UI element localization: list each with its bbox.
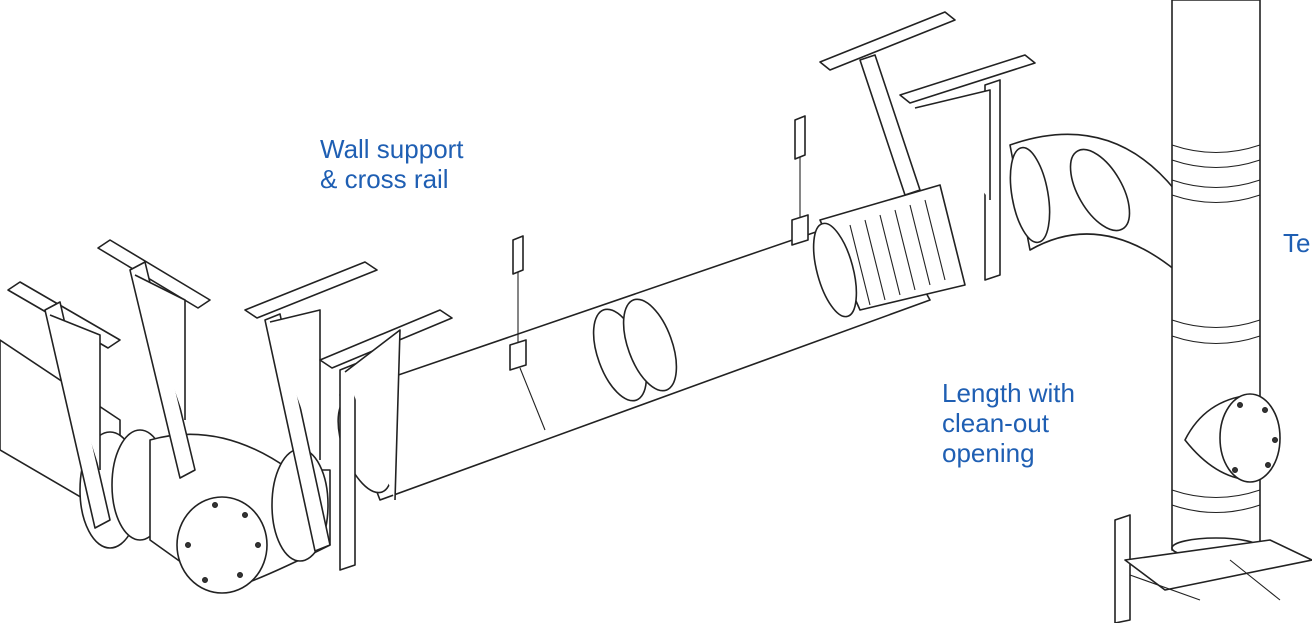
lower-elbow — [79, 429, 331, 594]
bellows-connector — [812, 184, 966, 318]
upper-elbow — [1009, 133, 1176, 271]
label-wall-support: Wall support & cross rail — [320, 134, 464, 194]
label-tee: Te — [1283, 228, 1311, 258]
rod-hanger-left — [509, 235, 527, 371]
rod-hanger-right — [791, 115, 809, 246]
wall-support-middle — [244, 261, 453, 571]
floor-bracket — [1114, 514, 1312, 624]
wall-support-right — [819, 11, 1036, 281]
label-length-cleanout: Length with clean-out opening — [942, 378, 1075, 468]
wall-support-left — [7, 239, 211, 529]
clean-out-door — [1184, 393, 1281, 483]
